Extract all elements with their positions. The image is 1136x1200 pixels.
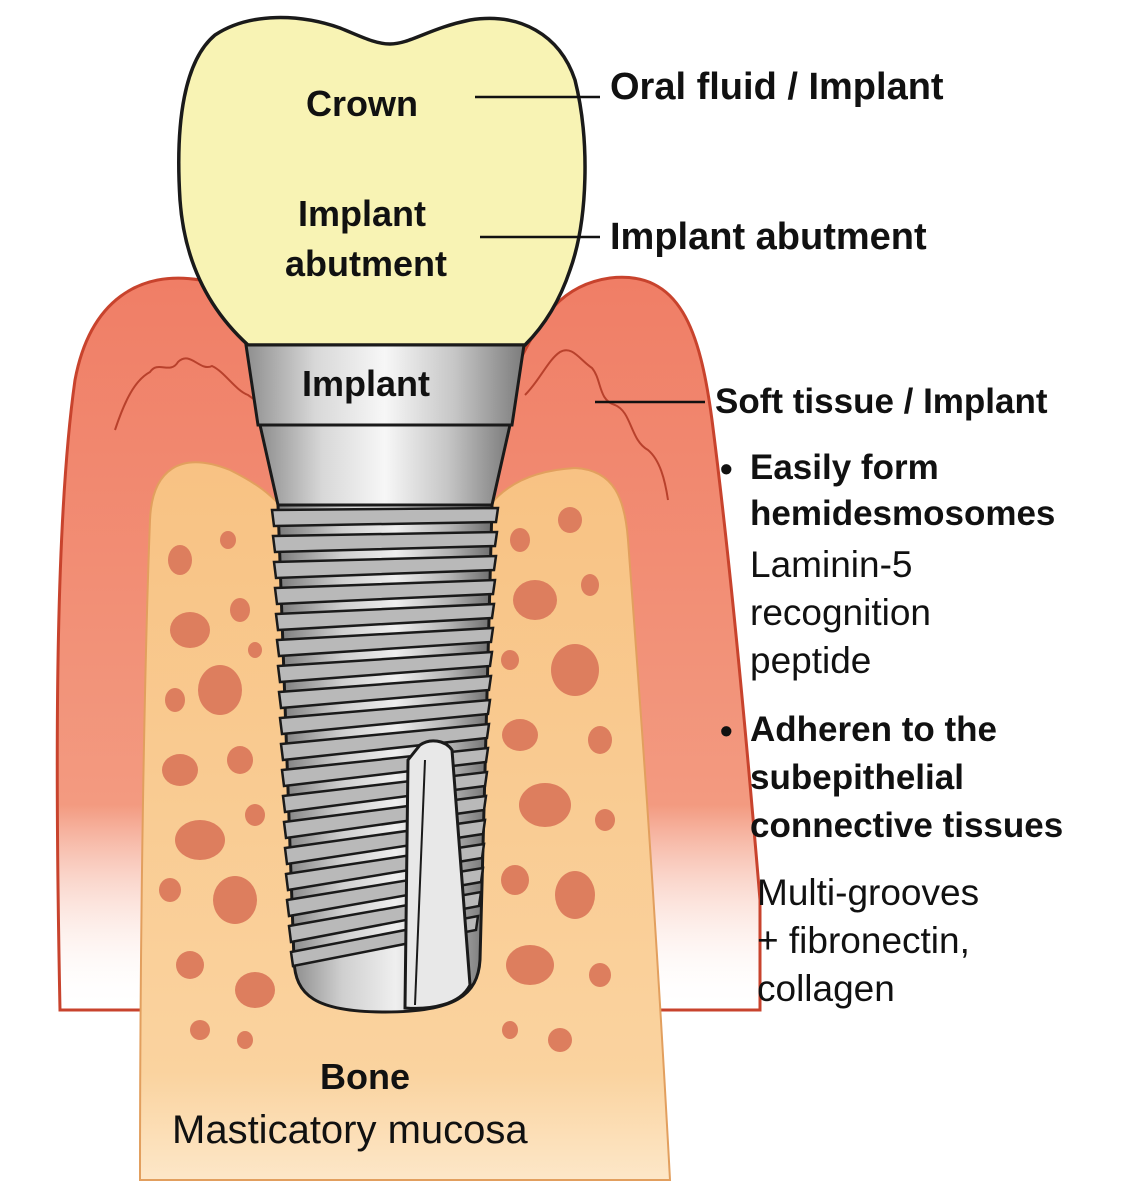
abutment-inner-label-1: Implant bbox=[298, 193, 427, 234]
gingiva-epithelium-right bbox=[524, 349, 669, 501]
crown-label: Crown bbox=[306, 83, 418, 124]
bullet-2-bold-line-1: Adheren to the bbox=[750, 710, 997, 749]
oral-fluid-callout: Oral fluid / Implant bbox=[610, 66, 944, 108]
note-line-2: + fibronectin, bbox=[757, 920, 970, 961]
implant-collar-label: Implant bbox=[302, 363, 431, 404]
masticatory-mucosa-label: Masticatory mucosa bbox=[172, 1108, 528, 1152]
bullet-2-bold-line-3: connective tissues bbox=[750, 806, 1064, 845]
bullet-1-line-4: recognition bbox=[750, 592, 932, 633]
bullet-dot: • bbox=[720, 710, 733, 751]
implant-neck bbox=[258, 423, 512, 507]
bone-pores bbox=[159, 507, 615, 1052]
bullet-1-bold-line-2: hemidesmosomes bbox=[750, 494, 1056, 533]
gingiva-epithelium-left bbox=[114, 357, 263, 431]
abutment-inner-label-2: abutment bbox=[285, 243, 447, 284]
bullet-dot: • bbox=[720, 448, 733, 489]
crown-shape bbox=[177, 15, 587, 347]
implant-cutting-groove bbox=[403, 739, 472, 1010]
bullet-1-line-5: peptide bbox=[750, 640, 872, 681]
abutment-callout: Implant abutment bbox=[610, 216, 927, 258]
soft-tissue-callout: Soft tissue / Implant bbox=[715, 382, 1048, 421]
bone-label: Bone bbox=[320, 1056, 410, 1097]
note-line-3: collagen bbox=[757, 968, 895, 1009]
implant-collar bbox=[244, 343, 526, 427]
note-line-1: Multi-grooves bbox=[757, 872, 980, 913]
bullet-1-bold-line-1: Easily form bbox=[750, 448, 939, 487]
bullet-1-line-3: Laminin-5 bbox=[750, 544, 913, 585]
bullet-2-bold-line-2: subepithelial bbox=[750, 758, 964, 797]
